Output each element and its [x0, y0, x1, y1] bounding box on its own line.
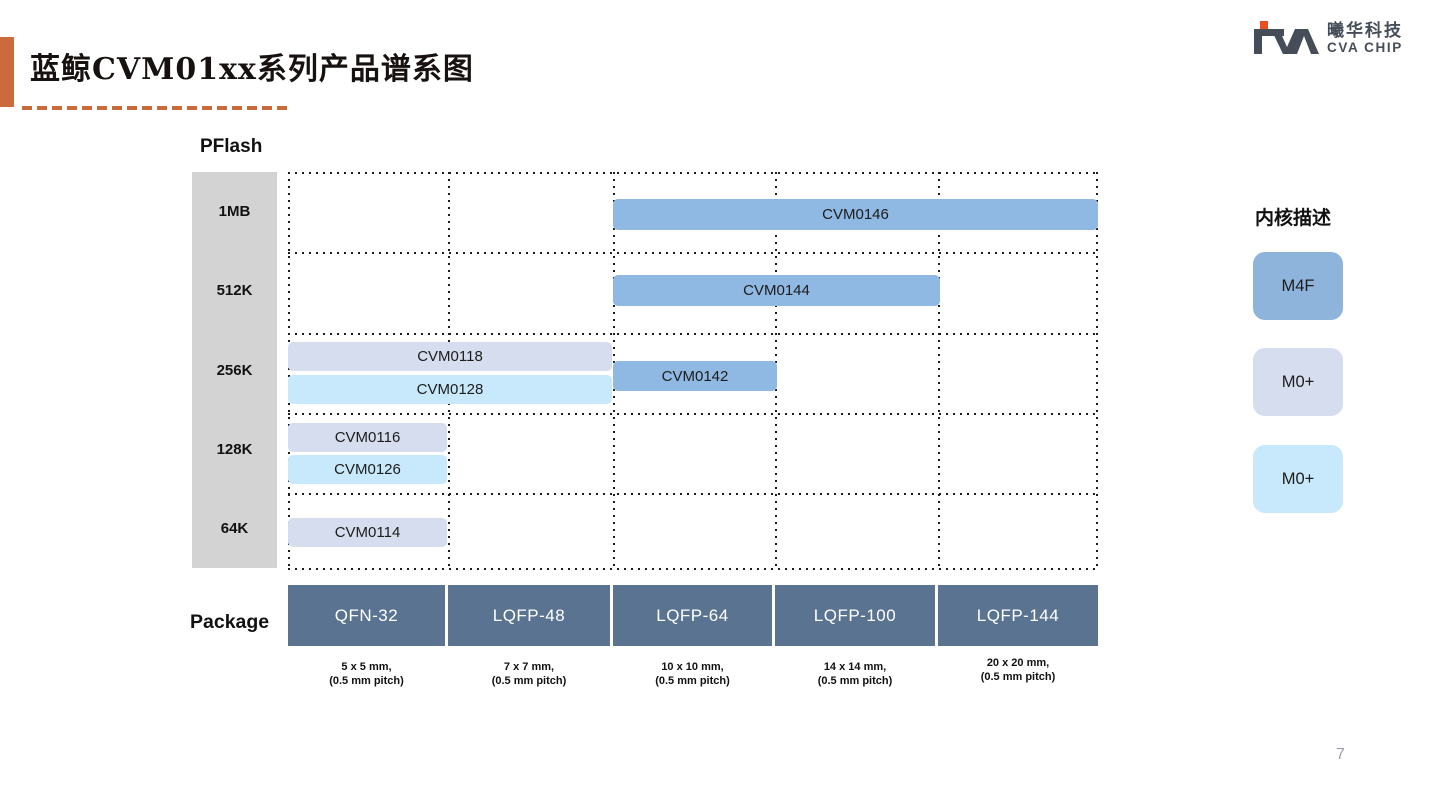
package-dimensions-lqfp100: 14 x 14 mm, (0.5 mm pitch) — [775, 660, 935, 689]
product-bar-cvm0128: CVM0128 — [288, 375, 612, 404]
page-number: 7 — [1336, 746, 1345, 763]
package-cell-lqfp144: LQFP-144 — [938, 585, 1098, 646]
package-dim-pitch: (0.5 mm pitch) — [980, 671, 1056, 684]
logo-company-name-cn: 曦华科技 — [1327, 21, 1403, 40]
package-dimensions-qfn32: 5 x 5 mm, (0.5 mm pitch) — [288, 660, 445, 689]
pflash-axis-strip: 1MB 512K 256K 128K 64K — [192, 172, 277, 568]
legend-item-m0plus-2: M0+ — [1253, 445, 1343, 513]
package-dim-size: 5 x 5 mm, — [341, 661, 392, 673]
product-bar-cvm0144: CVM0144 — [613, 275, 940, 306]
flash-label-128k: 128K — [216, 440, 253, 458]
legend-item-m0plus-1: M0+ — [1253, 348, 1343, 416]
page-title: 蓝鲸CVM01xx系列产品谱系图 — [30, 52, 474, 87]
grid-line-horizontal — [288, 172, 1098, 174]
package-dimensions-lqfp48: 7 x 7 mm, (0.5 mm pitch) — [448, 660, 610, 689]
flash-label-1mb: 1MB — [218, 203, 251, 221]
flash-label-64k: 64K — [220, 519, 249, 537]
grid-line-vertical — [448, 172, 450, 570]
product-bar-cvm0146: CVM0146 — [613, 199, 1098, 230]
package-cell-lqfp100: LQFP-100 — [775, 585, 935, 646]
company-logo: 曦华科技 CVA CHIP — [1253, 18, 1403, 58]
package-dimensions-lqfp64: 10 x 10 mm, (0.5 mm pitch) — [613, 660, 772, 689]
flash-label-512k: 512K — [216, 282, 253, 300]
package-dim-size: 14 x 14 mm, — [823, 661, 887, 673]
package-cell-qfn32: QFN-32 — [288, 585, 445, 646]
title-accent-bar — [0, 37, 14, 107]
grid-line-horizontal — [288, 568, 1098, 570]
package-axis-title: Package — [190, 611, 270, 633]
grid-line-horizontal — [288, 333, 1098, 335]
cva-logo-icon — [1254, 21, 1319, 54]
grid-line-vertical — [288, 172, 290, 570]
grid-line-vertical — [938, 172, 940, 570]
product-bar-cvm0142: CVM0142 — [613, 361, 777, 391]
pflash-axis-title: PFlash — [200, 136, 263, 157]
package-dim-size: 10 x 10 mm, — [661, 661, 724, 673]
grid-line-vertical — [1096, 172, 1098, 570]
package-dim-size: 20 x 20 mm, — [986, 657, 1050, 669]
product-bar-cvm0116: CVM0116 — [288, 423, 447, 452]
product-bar-cvm0126: CVM0126 — [288, 455, 447, 484]
package-cell-lqfp64: LQFP-64 — [613, 585, 772, 646]
grid-line-horizontal — [288, 252, 1098, 254]
package-dim-pitch: (0.5 mm pitch) — [329, 675, 404, 688]
grid-line-horizontal — [288, 413, 1098, 415]
logo-text: 曦华科技 CVA CHIP — [1327, 18, 1403, 56]
package-dimensions-lqfp144: 20 x 20 mm, (0.5 mm pitch) — [938, 656, 1098, 685]
package-dim-size: 7 x 7 mm, — [503, 661, 555, 673]
product-bar-cvm0118: CVM0118 — [288, 342, 612, 371]
title-dashed-underline — [22, 106, 290, 110]
package-cell-lqfp48: LQFP-48 — [448, 585, 610, 646]
legend-item-m4f: M4F — [1253, 252, 1343, 320]
grid-line-horizontal — [288, 493, 1098, 495]
logo-company-name-en: CVA CHIP — [1327, 39, 1403, 55]
package-dim-pitch: (0.5 mm pitch) — [491, 675, 567, 688]
flash-label-256k: 256K — [216, 361, 253, 379]
package-dim-pitch: (0.5 mm pitch) — [817, 675, 893, 688]
product-bar-cvm0114: CVM0114 — [288, 518, 447, 547]
legend-title: 内核描述 — [1255, 208, 1332, 229]
package-dim-pitch: (0.5 mm pitch) — [655, 675, 730, 688]
